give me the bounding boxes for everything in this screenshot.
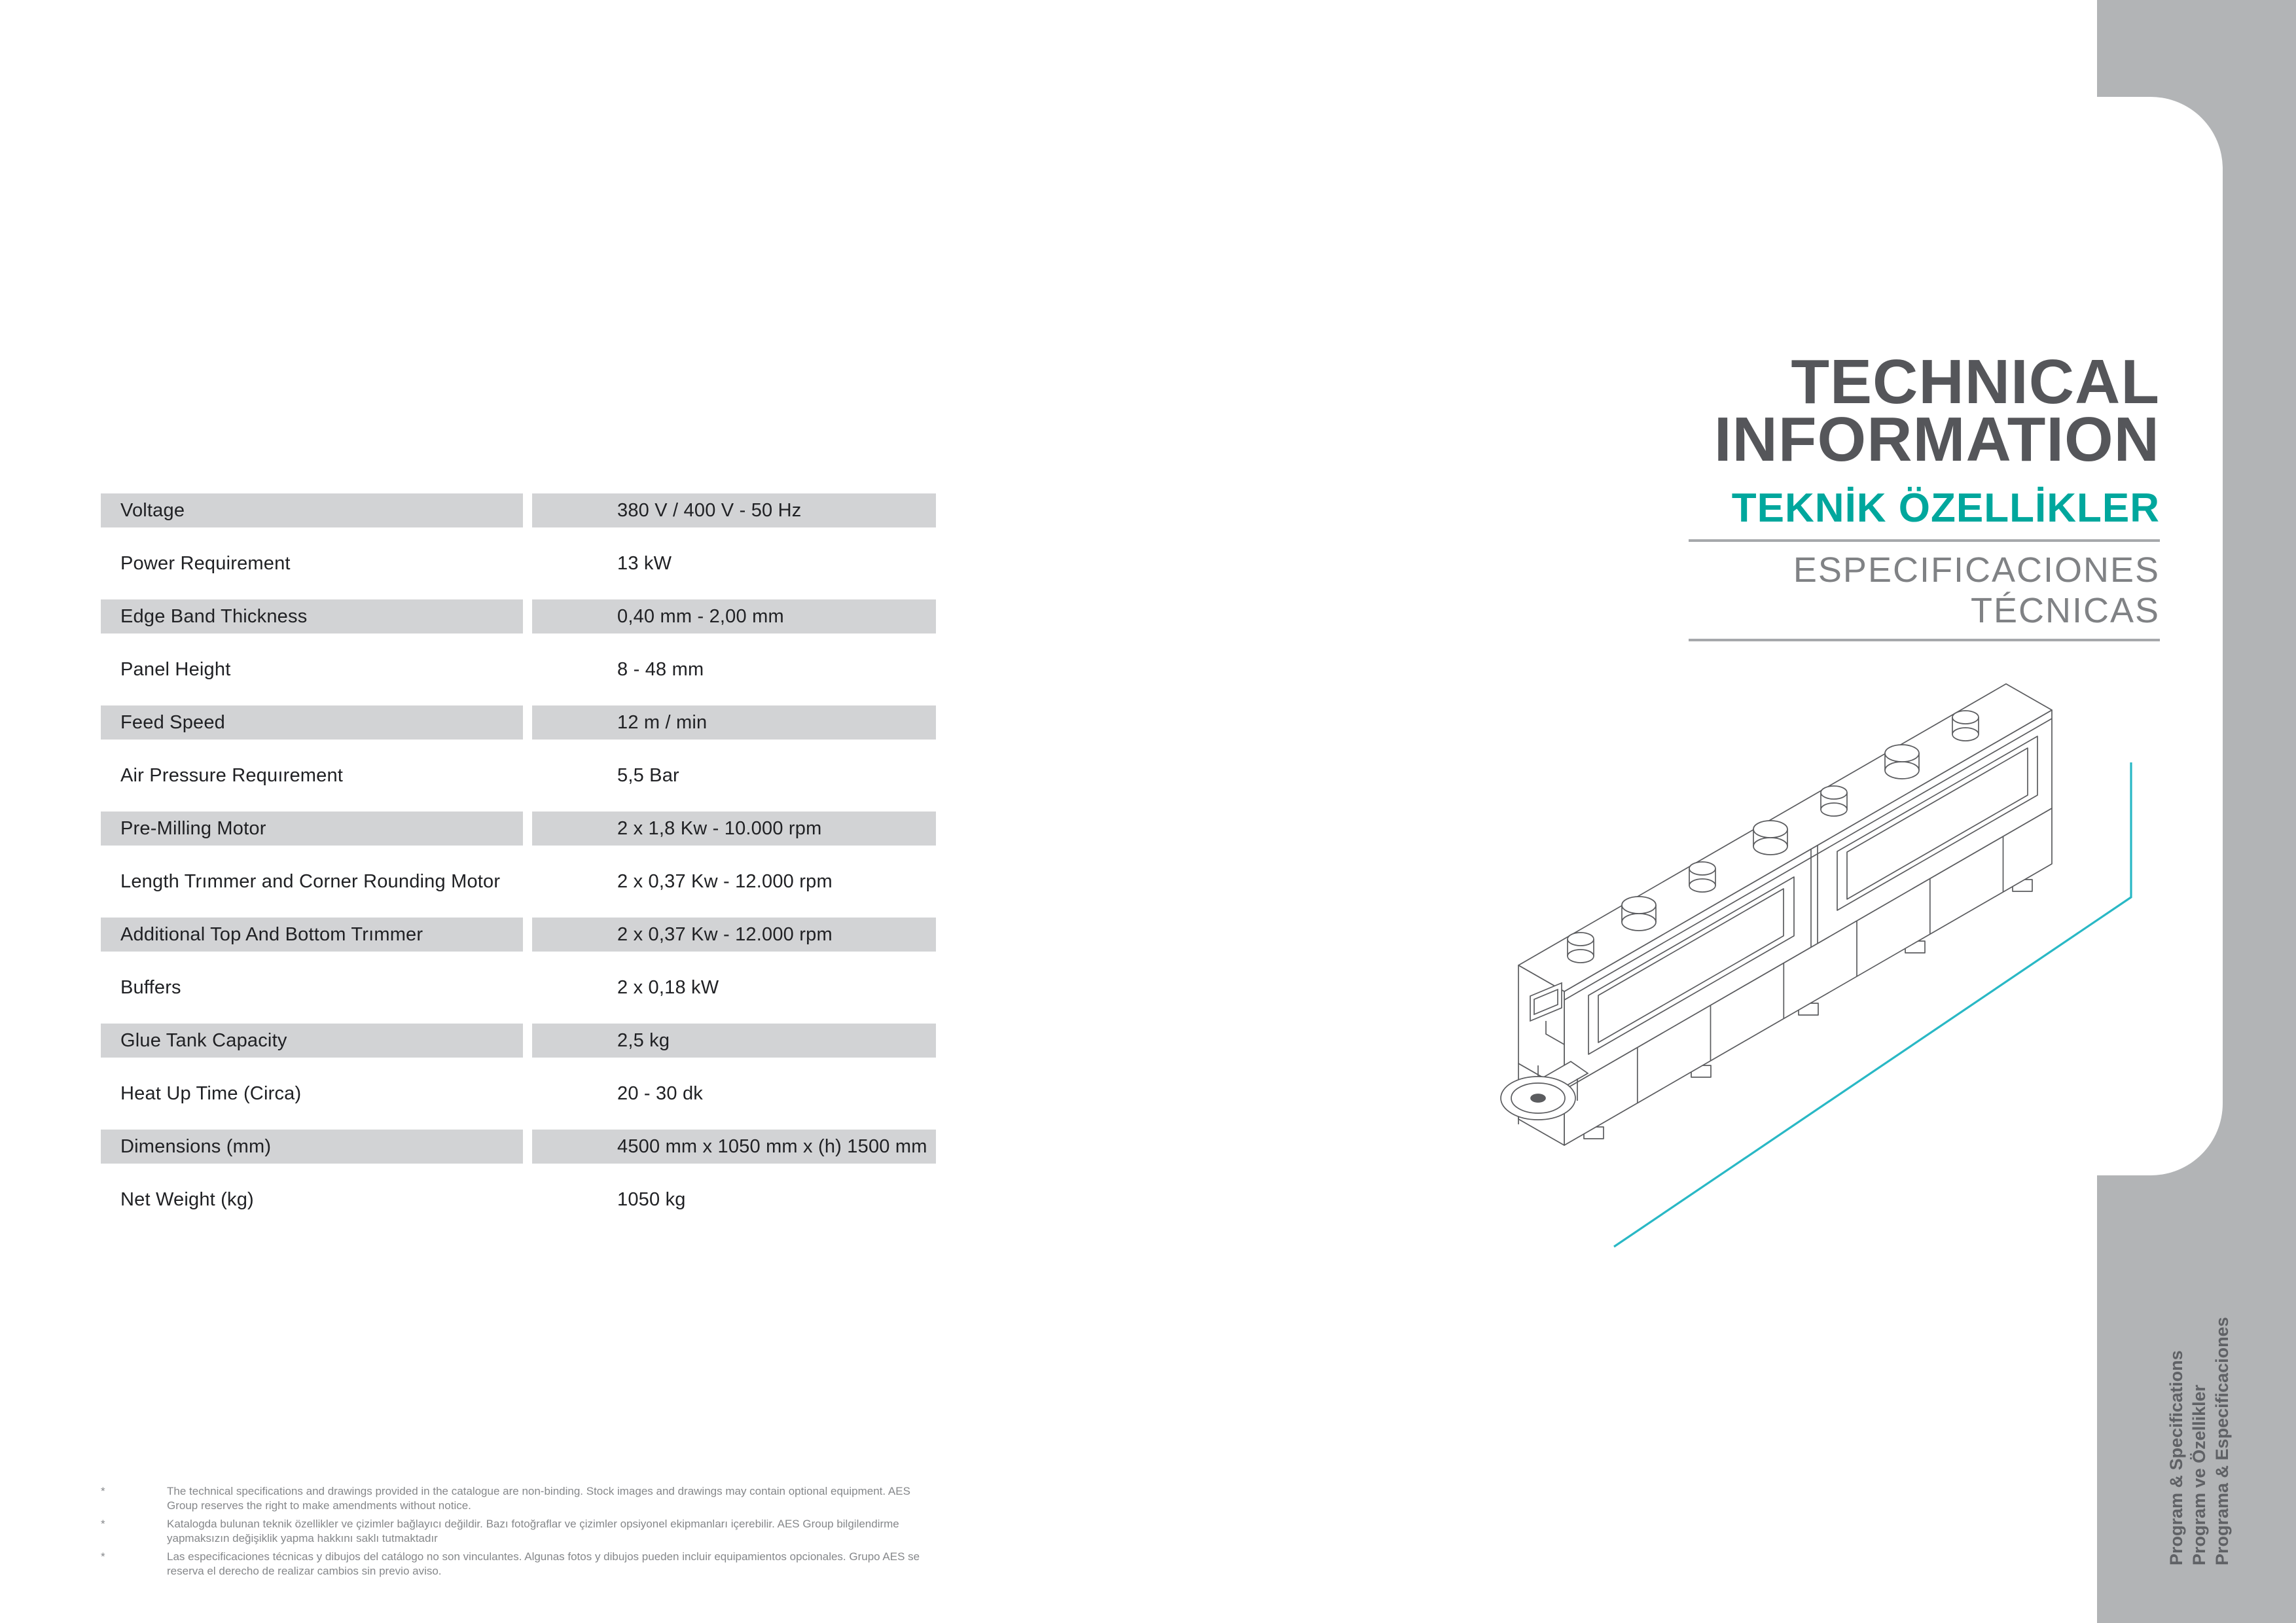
title-block: TECHNICAL INFORMATION TEKNİK ÖZELLİKLER … [1689,347,2160,649]
page-title-line1: TECHNICAL [1791,347,2160,417]
sidebar-tab-notch [1990,97,2223,1175]
spec-label: Air Pressure Requırement [120,764,344,786]
spec-label: Feed Speed [101,705,523,740]
footnote-text: The technical specifications and drawing… [167,1485,910,1512]
page-title-line2: INFORMATION [1713,404,2160,475]
spec-row: Heat Up Time (Circa) 20 - 30 dk [101,1077,939,1111]
spec-label: Power Requirement [120,552,291,574]
footnotes: * The technical specifications and drawin… [101,1484,942,1582]
spec-row: Dimensions (mm) 4500 mm x 1050 mm x (h) 1… [101,1130,939,1164]
spec-label: Additional Top And Bottom Trımmer [101,918,523,952]
footnote: * Las especificaciones técnicas y dibujos… [101,1550,942,1579]
spec-label: Pre-Milling Motor [101,812,523,846]
spec-label: Voltage [101,493,523,527]
sidebar-tab-label: Program ve Özellikler [2189,1384,2210,1565]
spec-table: Voltage 380 V / 400 V - 50 Hz Power Requir… [101,493,939,1236]
title-divider-top [1689,539,2160,542]
spec-value: 2 x 0,37 Kw - 12.000 rpm [532,918,936,952]
spec-row: Feed Speed 12 m / min [101,705,939,740]
spec-row: Voltage 380 V / 400 V - 50 Hz [101,493,939,527]
spec-value: 20 - 30 dk [617,1082,703,1104]
footnote: * Katalogda bulunan teknik özellikler ve … [101,1517,942,1546]
spec-value: 2,5 kg [532,1024,936,1058]
spec-value: 0,40 mm - 2,00 mm [532,599,936,633]
machine-body [1518,683,2053,1146]
spec-value: 380 V / 400 V - 50 Hz [532,493,936,527]
footnote-marker: * [101,1485,105,1497]
spec-row: Net Weight (kg) 1050 kg [101,1183,939,1217]
spec-row: Buffers 2 x 0,18 kW [101,971,939,1005]
spec-row: Air Pressure Requırement 5,5 Bar [101,758,939,793]
machine-drawing-area [1473,674,2166,1263]
spec-row: Glue Tank Capacity 2,5 kg [101,1024,939,1058]
control-monitor [1530,982,1565,1045]
dust-port-cylinders [1567,710,1979,963]
spec-value: 5,5 Bar [617,764,679,786]
spec-value: 2 x 1,8 Kw - 10.000 rpm [532,812,936,846]
spec-value: 2 x 0,37 Kw - 12.000 rpm [617,870,833,892]
spec-label: Length Trımmer and Corner Rounding Motor [120,870,501,892]
spec-label: Glue Tank Capacity [101,1024,523,1058]
spec-row: Panel Height 8 - 48 mm [101,652,939,687]
spec-label: Panel Height [120,658,231,680]
sidebar-tab-label: Program & Specifications [2166,1350,2186,1565]
subtitle-turkish: TEKNİK ÖZELLİKLER [1731,485,2160,531]
machine-technical-drawing [1500,683,2132,1248]
footnote-text: Katalogda bulunan teknik özellikler ve ç… [167,1517,899,1545]
teal-guide-lines [1613,762,2132,1248]
sidebar-tab-label: Programa & Especificaciones [2212,1317,2233,1565]
spec-row: Edge Band Thickness 0,40 mm - 2,00 mm [101,599,939,633]
footnote-marker: * [101,1550,105,1563]
spec-row: Power Requirement 13 kW [101,546,939,580]
spec-label: Heat Up Time (Circa) [120,1082,302,1104]
spec-value: 1050 kg [617,1188,686,1210]
footnote-text: Las especificaciones técnicas y dibujos … [167,1550,920,1578]
spec-row: Pre-Milling Motor 2 x 1,8 Kw - 10.000 rpm [101,812,939,846]
spec-label: Net Weight (kg) [120,1188,254,1210]
edge-band-coil-disc [1500,1065,1576,1120]
footnote: * The technical specifications and drawin… [101,1484,942,1514]
spec-label: Edge Band Thickness [101,599,523,633]
spec-value: 12 m / min [532,705,936,740]
spec-row: Length Trımmer and Corner Rounding Motor… [101,865,939,899]
spec-label: Dimensions (mm) [101,1130,523,1164]
subtitle-spanish: ESPECIFICACIONES TÉCNICAS [1793,550,2160,630]
spec-value: 13 kW [617,552,672,574]
spec-value: 4500 mm x 1050 mm x (h) 1500 mm [532,1130,936,1164]
spec-row: Additional Top And Bottom Trımmer 2 x 0,3… [101,918,939,952]
spec-value: 2 x 0,18 kW [617,976,719,998]
title-divider-bottom [1689,638,2160,641]
footnote-marker: * [101,1517,105,1530]
spec-label: Buffers [120,976,181,998]
spec-value: 8 - 48 mm [617,658,704,680]
